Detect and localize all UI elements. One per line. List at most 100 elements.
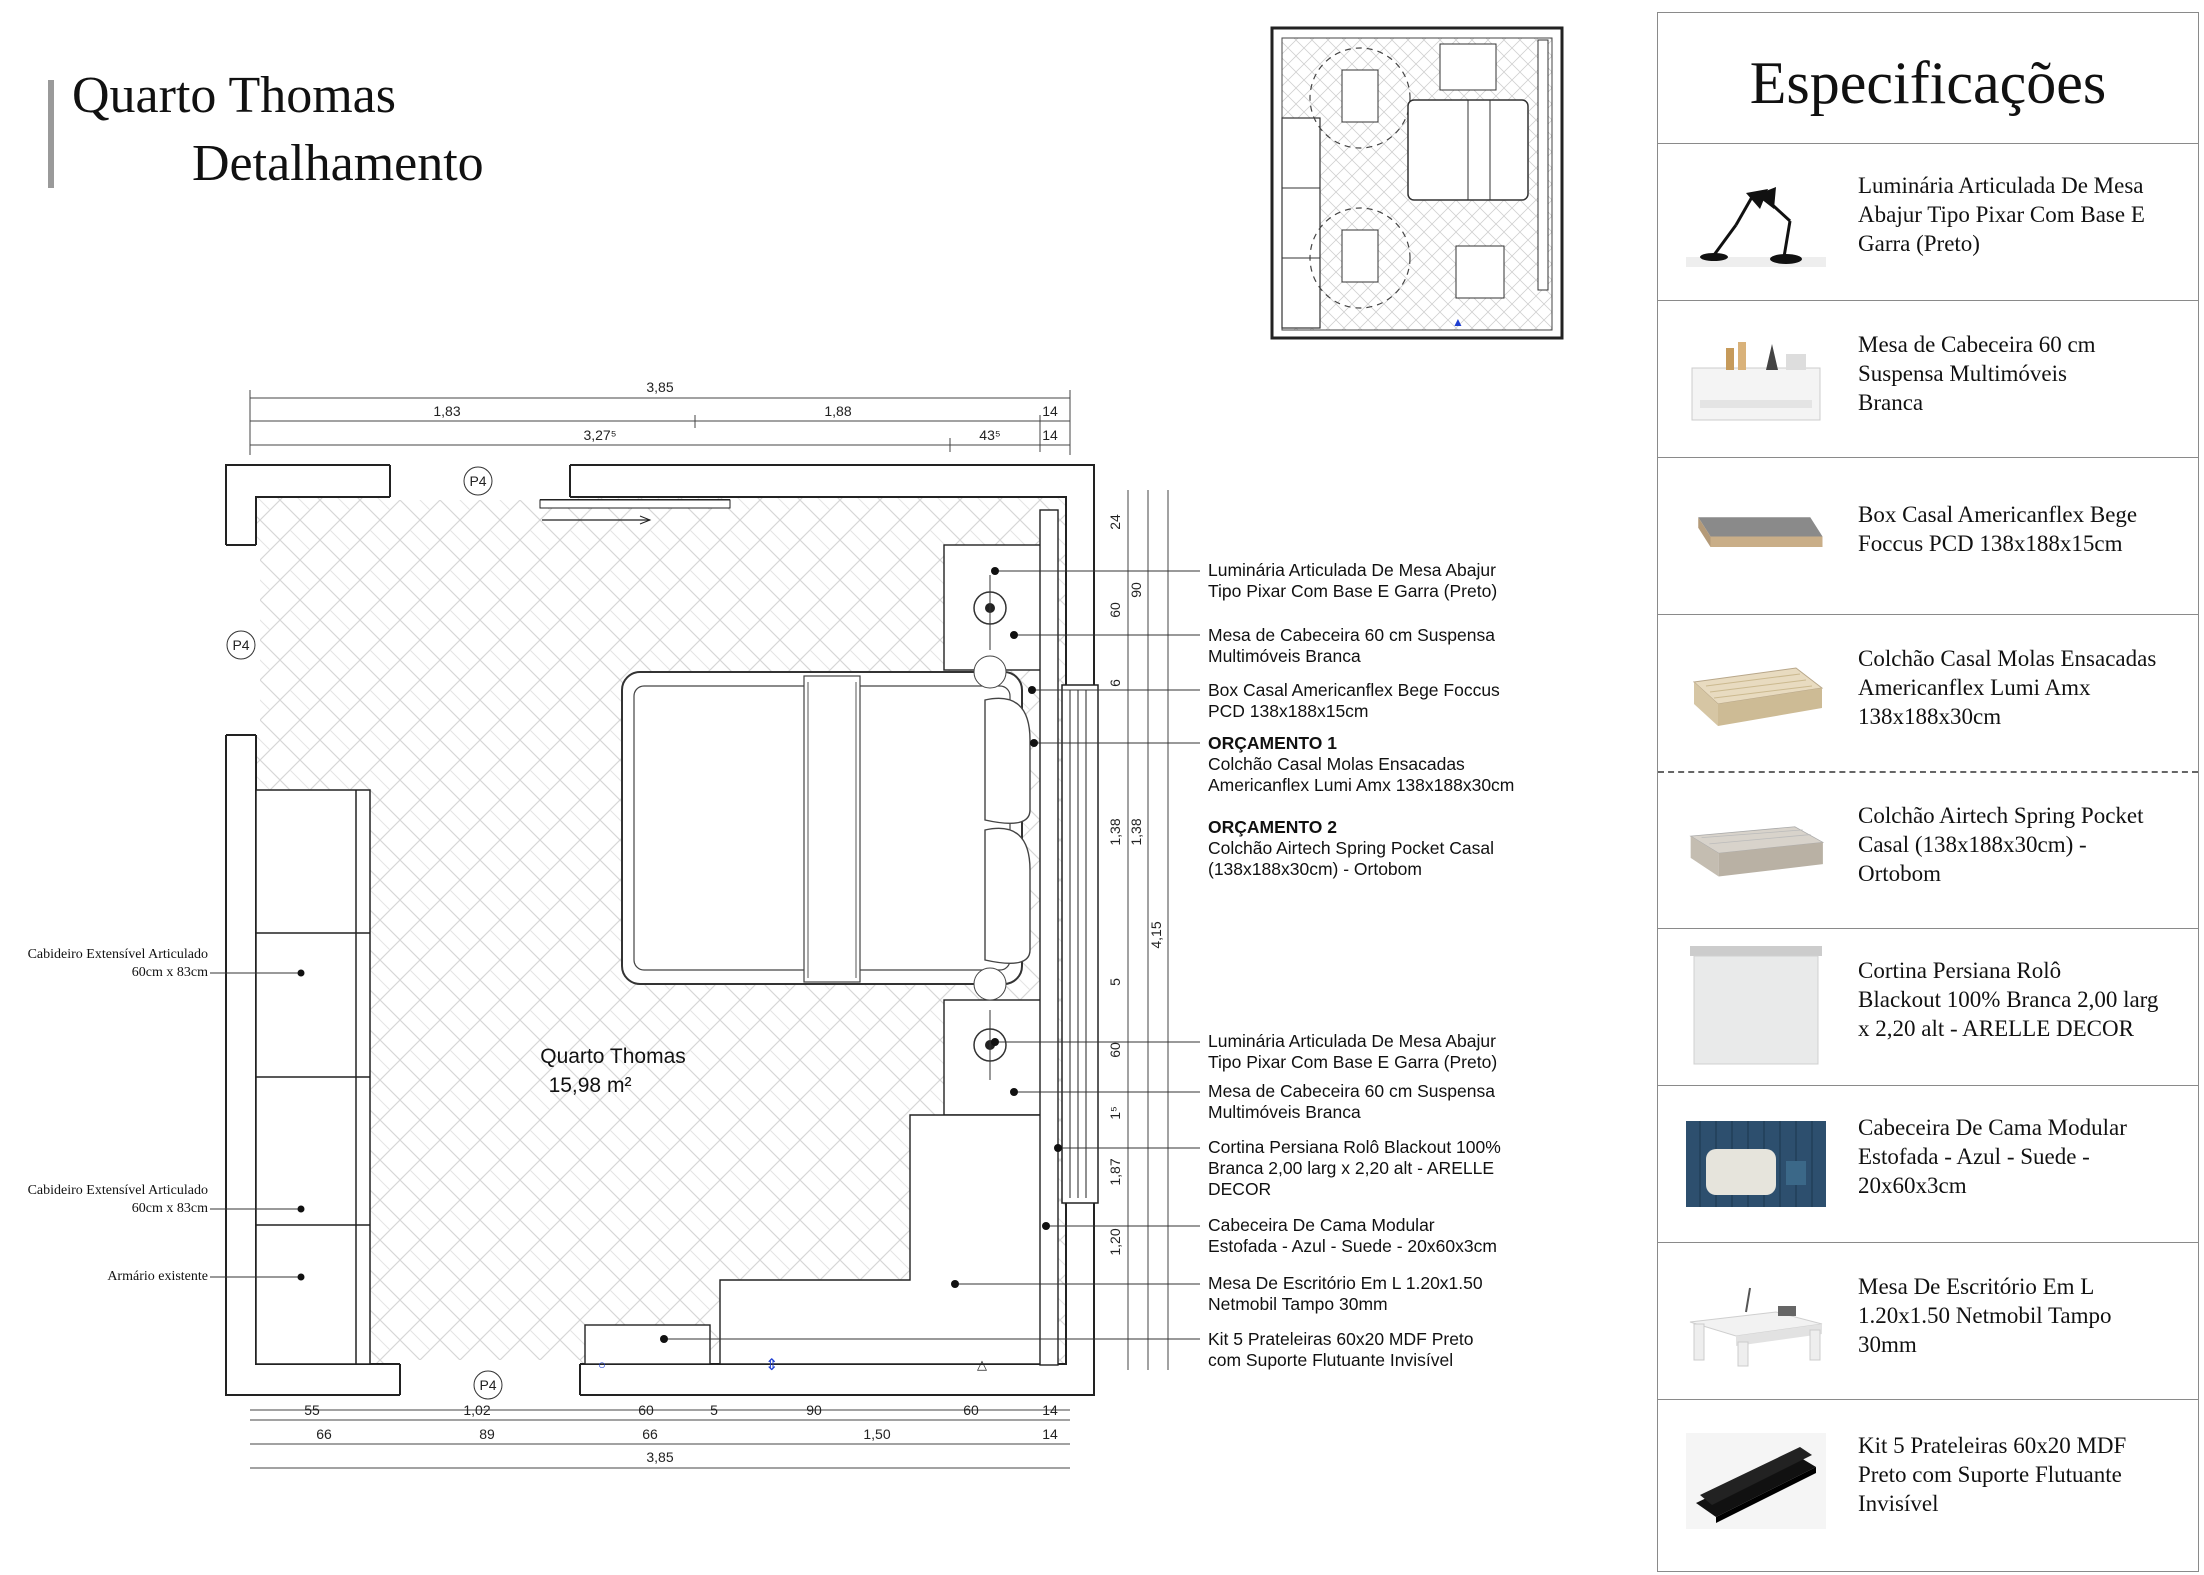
l-desk-icon: [1689, 1287, 1823, 1367]
nightstand-icon: [1691, 342, 1821, 421]
dim-label: 14: [1042, 427, 1058, 443]
marker-icon: ○: [598, 1357, 606, 1372]
dim-label: 60: [638, 1402, 654, 1418]
dim-label: 14: [1042, 1402, 1058, 1418]
door-tag: P4: [473, 1370, 503, 1400]
svg-text:5: 5: [1107, 978, 1123, 986]
left-annotation-leaders: [210, 972, 300, 1278]
dim-label: 66: [316, 1426, 332, 1442]
floor-plan: ▲ P4 P4 P4: [210, 26, 1564, 1469]
svg-text:60: 60: [1107, 1042, 1123, 1058]
bottom-dimensions: [250, 1409, 1070, 1469]
dim-label: 3,85: [646, 1449, 673, 1465]
dim-label: 89: [479, 1426, 495, 1442]
marker-icon: ⇕: [765, 1357, 778, 1374]
right-dim-labels: 24 60 6 1,38 5 60 1⁵ 1,87 1,20 90 1,38 4…: [1107, 514, 1164, 1256]
svg-text:24: 24: [1107, 514, 1123, 530]
room-name: Quarto Thomas: [540, 1045, 686, 1068]
title-accent-bar: [48, 80, 54, 188]
divider: [1658, 1242, 2198, 1243]
headboard-icon: [1686, 1121, 1826, 1207]
mattress-icon: [1692, 667, 1824, 726]
furniture: [584, 509, 1059, 1366]
annotation-label: ORÇAMENTO 1 Colchão Casal Molas Ensacada…: [1208, 733, 1515, 795]
divider: [1658, 300, 2198, 301]
door-tag: P4: [463, 466, 493, 496]
dim-label: 55: [304, 1402, 320, 1418]
dim-label: 1,50: [863, 1426, 890, 1442]
svg-text:60: 60: [1107, 602, 1123, 618]
svg-text:P4: P4: [479, 1377, 496, 1393]
divider: [1658, 1085, 2198, 1086]
dim-label: 60: [963, 1402, 979, 1418]
room-area: 15,98 m²: [549, 1074, 632, 1097]
existing-wardrobe: [255, 789, 371, 1365]
right-dimensions: [1127, 490, 1169, 1370]
dim-label: 1,88: [824, 403, 851, 419]
dashed-divider: [1658, 771, 2198, 773]
page-title: Quarto Thomas: [72, 67, 396, 124]
left-annotation-dots: [297, 969, 305, 1281]
door-tag: P4: [226, 630, 256, 660]
annotation-dots: [660, 567, 1062, 1343]
double-bed: [621, 655, 1031, 1001]
dim-label: 3,27⁵: [583, 427, 616, 443]
shelves-icon: [1686, 1433, 1826, 1529]
bed-box-icon: [1698, 517, 1823, 547]
specifications-title: Especificações: [1749, 50, 2107, 116]
divider: [1658, 1399, 2198, 1400]
svg-text:1,20: 1,20: [1107, 1228, 1123, 1255]
svg-text:▲: ▲: [1452, 315, 1464, 329]
dim-label: 5: [710, 1402, 718, 1418]
left-annotation: Armário existente: [107, 1269, 208, 1284]
divider: [1658, 928, 2198, 929]
svg-text:1⁵: 1⁵: [1107, 1106, 1123, 1120]
svg-text:4,15: 4,15: [1148, 921, 1164, 948]
divider: [1658, 614, 2198, 615]
specifications-panel: Especificações Luminária Articulada De M…: [1657, 12, 2199, 1572]
annotation-leaders: [664, 570, 1200, 1340]
mini-plan-thumbnail: ▲: [1270, 26, 1564, 340]
svg-text:1,87: 1,87: [1107, 1158, 1123, 1185]
dim-label: 14: [1042, 1426, 1058, 1442]
svg-text:P4: P4: [232, 637, 249, 653]
dim-label: 1,02: [463, 1402, 490, 1418]
roller-blind-icon: [1690, 946, 1822, 1065]
svg-text:1,38: 1,38: [1107, 818, 1123, 845]
divider: [1658, 143, 2198, 144]
desk-lamp-icon: [973, 575, 1007, 650]
svg-text:P4: P4: [469, 473, 486, 489]
dim-label: 90: [806, 1402, 822, 1418]
svg-text:6: 6: [1107, 679, 1123, 687]
desk-lamp-icon: [1686, 187, 1826, 267]
svg-text:90: 90: [1128, 582, 1144, 598]
